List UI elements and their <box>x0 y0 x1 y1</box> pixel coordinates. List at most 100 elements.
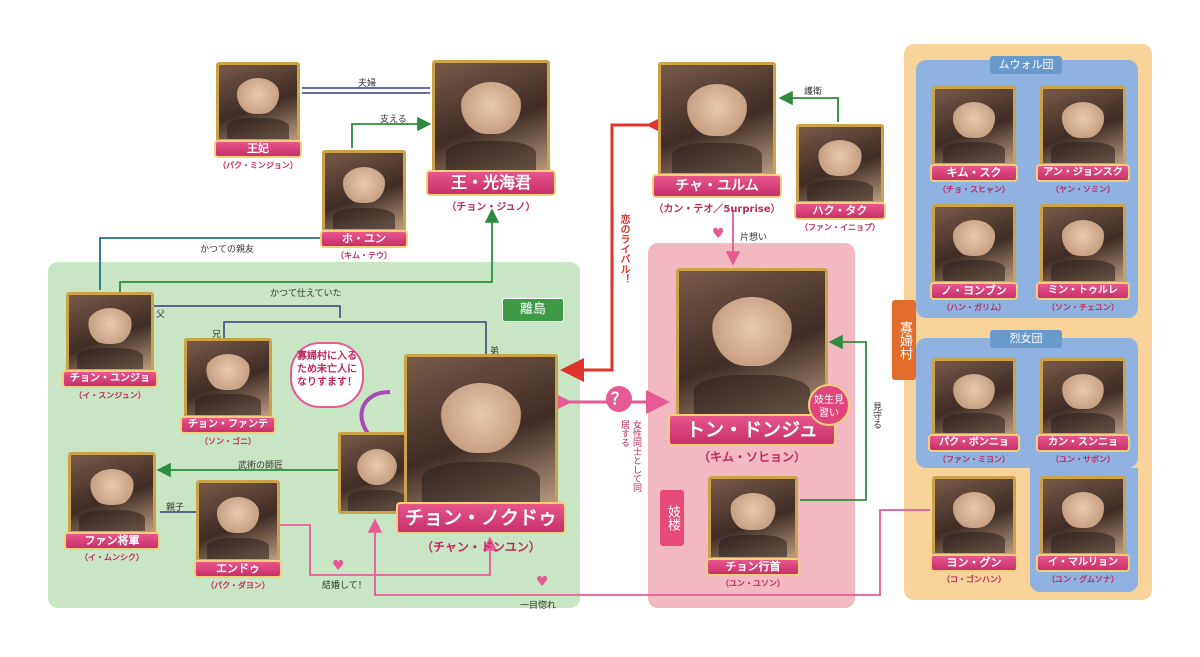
character-name: ハク・タク <box>794 202 886 220</box>
portrait-image <box>322 150 406 232</box>
portrait-image <box>1040 358 1126 436</box>
card-hak-tak[interactable]: ハク・タク （ファン・イニョプ） <box>794 124 886 234</box>
card-kang-sunnyeo[interactable]: カン・スンニョ （ユン・サボン） <box>1036 358 1130 468</box>
card-min-durye[interactable]: ミン・トゥルレ （ソン・チェユン） <box>1036 204 1130 316</box>
rel-younger-brother: 弟 <box>490 347 500 357</box>
love-at-first-sight-line <box>367 509 930 596</box>
heart-icon: ♥ <box>712 226 725 242</box>
guard-line <box>778 90 839 122</box>
card-jeong-yunjo[interactable]: チョン・ユンジョ （イ・スンジュン） <box>62 292 158 404</box>
card-jeong-hwante[interactable]: チョン・ファンテ （ソン・ゴニ） <box>180 338 276 450</box>
rel-guard: 護衛 <box>804 87 823 97</box>
character-name: チョン行首 <box>706 558 800 576</box>
card-king[interactable]: 王・光海君 （チョン・ジュノ） <box>426 60 556 213</box>
actor-name: （キム・テウ） <box>336 251 392 260</box>
rel-love-rival: 恋のライバル！ <box>618 214 629 284</box>
card-dong-dongju[interactable]: トン・ドンジュ （キム・ソヒョン） <box>668 268 836 464</box>
portrait-image <box>216 62 300 142</box>
card-madam-jeong[interactable]: チョン行首 （ユン・ユソン） <box>706 476 800 596</box>
actor-name: （イ・スンジュン） <box>74 391 146 400</box>
portrait-image <box>932 204 1016 284</box>
actor-name: （カン・テオ／5urprise） <box>653 204 781 215</box>
actor-name: （キム・ソヒョン） <box>697 450 806 464</box>
character-name: ミン・トゥルレ <box>1036 282 1130 300</box>
portrait-image <box>68 452 156 534</box>
speech-bubble: 寡婦村に入るため未亡人になりすます！ <box>290 342 364 408</box>
character-name: ファン将軍 <box>64 532 160 550</box>
actor-name: （ファン・イニョプ） <box>800 223 880 232</box>
former-friend-line <box>99 237 320 290</box>
card-lee-malnyeon[interactable]: イ・マルリョン （ユン・グムソナ） <box>1036 476 1130 588</box>
heart-icon: ♥ <box>536 574 549 590</box>
card-yeon-geun[interactable]: ヨン・グン （コ・ゴンハン） <box>930 476 1018 588</box>
rel-unrequited: 片想い <box>740 233 768 243</box>
character-name: チャ・ユルム <box>652 174 782 198</box>
portrait-image <box>796 124 884 204</box>
actor-name: （パク・ミンジョン） <box>218 161 298 170</box>
actor-name: （コ・ゴンハン） <box>942 575 1006 584</box>
portrait-image <box>184 338 272 418</box>
card-general-hwang[interactable]: ファン将軍 （イ・ムンシク） <box>64 452 160 564</box>
rel-served: かつて仕えていた <box>270 289 342 299</box>
actor-name: （ユン・ユソン） <box>721 579 785 588</box>
character-name: キム・スク <box>930 164 1018 182</box>
actor-name: （ハン・ガリム） <box>942 303 1006 312</box>
rel-parent-child: 親子 <box>166 503 185 513</box>
gisaeng-label: 妓楼 <box>660 490 684 546</box>
rel-marriage: 夫婦 <box>358 79 377 89</box>
character-name: ホ・ユン <box>320 230 408 248</box>
rel-father: 父 <box>156 310 166 320</box>
actor-name: （イ・ムンシク） <box>80 553 144 562</box>
card-park-bongnyeo[interactable]: パク・ボンニョ （ファン・ミヨン） <box>928 358 1020 468</box>
actor-name: （パク・ダヨン） <box>206 581 270 590</box>
portrait-image <box>932 86 1016 166</box>
served-line <box>119 208 500 292</box>
portrait-image <box>432 60 550 174</box>
actor-name: （ソン・ゴニ） <box>200 437 256 446</box>
marriage-line <box>302 87 430 94</box>
widow-village-label: 寡婦村 <box>892 300 916 380</box>
watch-line <box>800 334 867 501</box>
actor-name: （ソン・チェユン） <box>1047 303 1119 312</box>
portrait-image <box>676 268 828 418</box>
actor-name: （ユン・サボン） <box>1051 455 1115 464</box>
card-endu[interactable]: エンドゥ （パク・ダヨン） <box>194 480 282 590</box>
actor-name: （ユン・グムソナ） <box>1047 575 1119 584</box>
character-name: チョン・ノクドゥ <box>396 502 566 534</box>
character-name: ノ・ヨンブン <box>930 282 1018 300</box>
actor-name: （チョン・ジュノ） <box>446 202 536 213</box>
card-queen[interactable]: 王妃 （パク・ミンジョン） <box>214 62 302 172</box>
character-name: 王妃 <box>214 140 302 158</box>
card-cha-yulm[interactable]: チャ・ユルム （カン・テオ／5urprise） <box>652 62 782 215</box>
father-line <box>152 305 341 318</box>
yeolnyeo-label: 烈女団 <box>990 330 1062 348</box>
portrait-image <box>1040 86 1126 166</box>
rel-marry-me: 結婚して！ <box>322 581 367 591</box>
actor-name: （ヤン・ソミン） <box>1051 185 1115 194</box>
rel-former-friend: かつての親友 <box>200 245 255 255</box>
actor-name: （チャン・ドンユン） <box>421 540 541 554</box>
card-ho-yun[interactable]: ホ・ユン （キム・テウ） <box>320 150 408 262</box>
character-name: 王・光海君 <box>426 170 556 196</box>
card-an-jeongsuk[interactable]: アン・ジョンスク （ヤン・ソミン） <box>1036 86 1130 198</box>
support-line <box>351 116 432 148</box>
card-no-yeongbun[interactable]: ノ・ヨンブン （ハン・ガリム） <box>930 204 1018 316</box>
character-name: パク・ボンニョ <box>928 434 1020 452</box>
rel-support: 支える <box>380 115 407 125</box>
actor-name: （チョ・スヒャン） <box>938 185 1010 194</box>
question-heart: ？ <box>606 386 632 412</box>
character-name: ヨン・グン <box>930 554 1018 572</box>
actor-name: （ファン・ミヨン） <box>938 455 1010 464</box>
character-name: エンドゥ <box>194 560 282 578</box>
character-name: チョン・ユンジョ <box>62 370 158 388</box>
rel-watch: 見守る <box>871 402 881 429</box>
card-kim-suk[interactable]: キム・スク （チョ・スヒャン） <box>930 86 1018 198</box>
marry-me-line <box>280 524 498 576</box>
card-jeong-nokdu[interactable]: チョン・ノクドゥ （チャン・ドンユン） <box>396 354 566 554</box>
portrait-image <box>932 476 1016 556</box>
character-name: カン・スンニョ <box>1036 434 1130 452</box>
portrait-image <box>196 480 280 562</box>
character-name: チョン・ファンテ <box>180 416 276 434</box>
portrait-image <box>1040 476 1126 556</box>
